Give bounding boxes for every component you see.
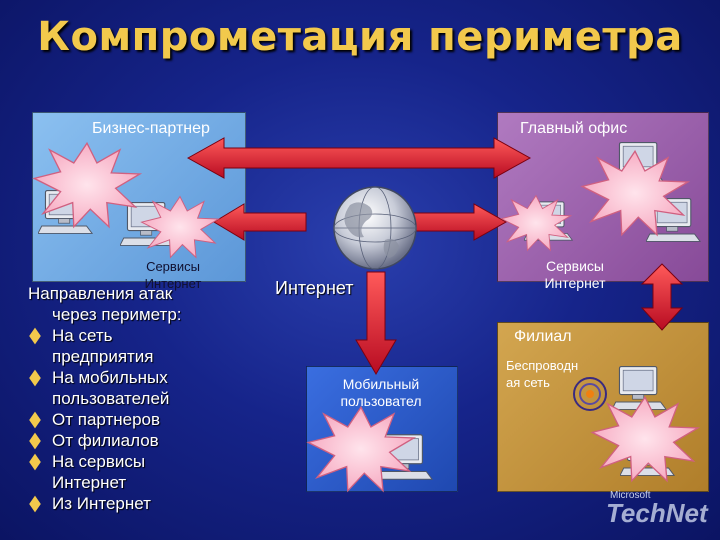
diamond-bullet-icon	[29, 453, 41, 471]
attack-directions-list: Направления атак через периметр: На сеть…	[28, 283, 258, 514]
right-services-label: Сервисы Интернет	[544, 258, 606, 291]
branch-label: Филиал	[514, 328, 572, 345]
list-item: От партнеров	[28, 409, 258, 430]
globe-icon	[333, 186, 417, 270]
wireless-label: Беспроводн ая сеть	[506, 358, 579, 390]
mobile-label: Мобильный пользовател	[340, 376, 422, 409]
arrow-right-services	[411, 203, 508, 241]
arrow-office-branch	[640, 263, 684, 331]
arrow-top	[186, 137, 532, 179]
diamond-bullet-icon	[29, 495, 41, 513]
slide-title: Компрометация периметра	[37, 14, 683, 60]
list-heading: через периметр:	[52, 305, 182, 324]
head-office-label: Главный офис	[520, 120, 628, 137]
wireless-icon	[573, 377, 607, 411]
left-services-label: Сервисы Интернет	[144, 259, 202, 291]
list-item: Из Интернет	[28, 493, 258, 514]
list-heading: Направления атак	[28, 284, 173, 303]
logo-microsoft: Microsoft	[610, 490, 651, 501]
diamond-bullet-icon	[29, 432, 41, 450]
diamond-bullet-icon	[29, 411, 41, 429]
arrow-left-services	[213, 203, 307, 241]
list-item: От филиалов	[28, 430, 258, 451]
diamond-bullet-icon	[29, 327, 41, 345]
business-partner-label: Бизнес-партнер	[92, 120, 210, 137]
arrow-to-mobile	[355, 271, 397, 375]
diamond-bullet-icon	[29, 369, 41, 387]
computer-icon	[612, 365, 667, 411]
logo-technet: TechNet	[606, 498, 708, 528]
internet-label: Интернет	[275, 278, 354, 298]
technet-logo: Microsoft TechNet	[600, 490, 710, 536]
